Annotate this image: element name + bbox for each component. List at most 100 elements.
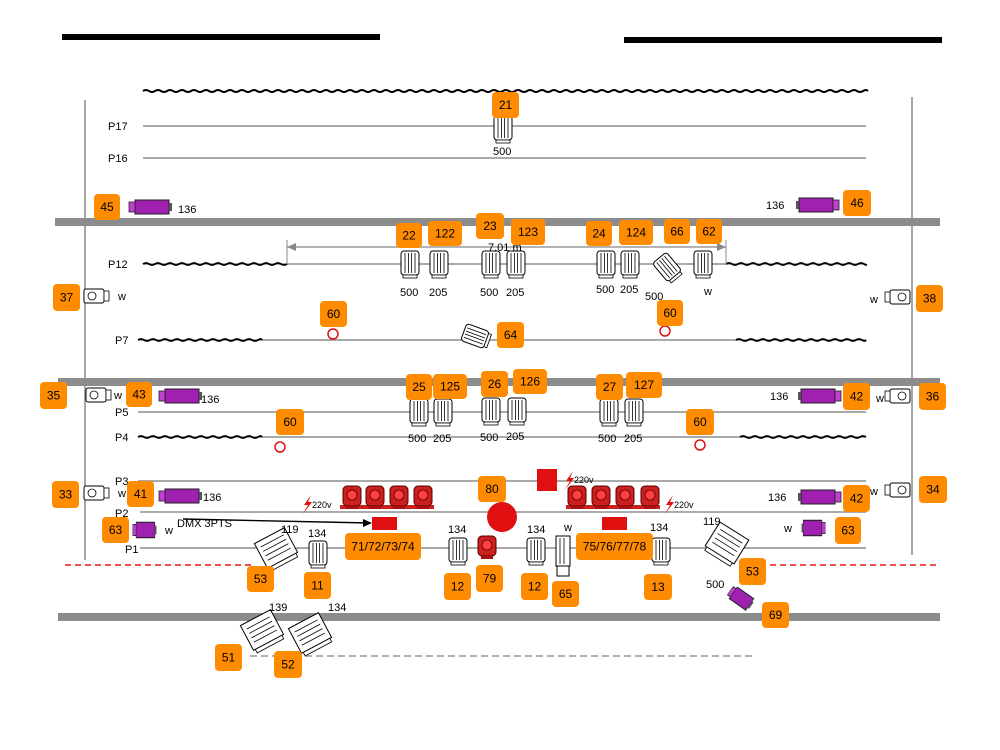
channel-badge-label: 45 <box>100 200 114 214</box>
channel-badge: 21 <box>492 92 519 118</box>
fresnel-icon <box>400 250 420 279</box>
side-wash-icon <box>83 288 110 304</box>
power-icon <box>303 495 312 514</box>
pipe-label-p17: P17 <box>108 121 128 133</box>
channel-badge: 51 <box>215 644 242 671</box>
channel-badge: 65 <box>552 581 579 607</box>
channel-badge: 127 <box>626 372 662 398</box>
channel-badge-label: 66 <box>670 225 684 239</box>
fresnel-icon <box>596 250 616 279</box>
gobo-icon <box>659 325 671 337</box>
channel-badge-label: 64 <box>504 328 518 342</box>
fixture-label: w <box>869 486 878 498</box>
channel-badge-label: 127 <box>634 378 654 392</box>
pipe-label-p12: P12 <box>108 259 128 271</box>
side-wash-icon <box>884 289 911 305</box>
channel-badge: 13 <box>644 574 672 600</box>
power-box-right <box>602 517 627 530</box>
channel-badge-label: 25 <box>412 380 426 394</box>
channel-badge-label: 38 <box>923 292 937 306</box>
channel-badge-label: 24 <box>592 227 606 241</box>
channel-badge-label: 43 <box>132 388 146 402</box>
par-bar-right <box>566 485 660 510</box>
channel-badge: 126 <box>513 369 547 394</box>
channel-badge: 27 <box>596 374 623 400</box>
channel-badge-label: 53 <box>746 565 760 579</box>
fresnel-icon <box>481 397 501 426</box>
channel-badge: 38 <box>916 285 943 312</box>
channel-badge-label: 51 <box>222 651 236 665</box>
channel-badge-label: 26 <box>488 377 502 391</box>
channel-badge-label: 124 <box>626 226 646 240</box>
fixture-label: 205 <box>506 287 524 299</box>
channel-badge: 63 <box>835 517 861 544</box>
curtain-p12-right <box>725 262 868 266</box>
channel-badge-label: 63 <box>841 524 855 538</box>
fixture-label: w <box>563 522 572 534</box>
fixture-label: 134 <box>650 522 668 534</box>
dmx-label: DMX 3PTS <box>177 518 232 530</box>
channel-badge: 80 <box>478 476 506 502</box>
channel-badge: 60 <box>276 409 304 435</box>
fixture-label: 205 <box>624 433 642 445</box>
channel-badge: 45 <box>94 194 120 220</box>
channel-badge-label: 80 <box>485 482 499 496</box>
channel-badge: 122 <box>428 221 462 246</box>
channel-badge: 22 <box>396 223 422 248</box>
channel-badge-label: 34 <box>926 483 940 497</box>
par-bar-left <box>340 485 434 510</box>
channel-badge-label: 21 <box>499 98 513 112</box>
fixture-label: 136 <box>770 391 788 403</box>
channel-badge: 34 <box>919 476 947 503</box>
fixture-label: w <box>117 488 126 500</box>
dimmer-box <box>537 469 557 491</box>
moving-head-icon <box>132 521 157 539</box>
side-wash-icon <box>884 482 911 498</box>
channel-badge: 42 <box>843 383 870 410</box>
channel-badge: 53 <box>739 558 766 585</box>
channel-badge-label: 12 <box>528 580 542 594</box>
fixture-label: 500 <box>480 432 498 444</box>
fixture-label: 500 <box>408 433 426 445</box>
channel-badge-label: 60 <box>327 307 341 321</box>
voltage-label: 220v <box>312 500 332 510</box>
channel-badge: 125 <box>433 374 467 399</box>
channel-badge-label: 62 <box>702 225 716 239</box>
channel-badge: 63 <box>102 517 129 543</box>
fixture-label: 136 <box>203 492 221 504</box>
channel-badge: 60 <box>657 300 683 326</box>
fixture-label: w <box>703 286 712 298</box>
fixture-label: 134 <box>448 524 466 536</box>
fixture-label: 134 <box>308 528 326 540</box>
curtain-p4-left <box>137 435 263 439</box>
pipe-label-p4: P4 <box>115 432 128 444</box>
channel-badge-label: 12 <box>451 580 465 594</box>
channel-badge: 53 <box>247 566 274 592</box>
title-bar-right <box>624 37 942 43</box>
fresnel-icon <box>506 250 526 279</box>
channel-badge-label: 22 <box>402 229 416 243</box>
fixture-label: 119 <box>703 516 721 528</box>
channel-badge-label: 125 <box>440 380 460 394</box>
fixture-label: w <box>875 393 884 405</box>
fresnel-icon <box>620 250 640 279</box>
fixture-label: w <box>117 291 126 303</box>
fresnel-icon <box>526 537 546 566</box>
channel-badge-label: 60 <box>663 306 677 320</box>
channel-badge-label: 46 <box>850 196 864 210</box>
fixture-label: w <box>113 390 122 402</box>
channel-badge-label: 53 <box>254 572 268 586</box>
fresnel-icon <box>651 251 685 285</box>
dmx-arrow <box>182 518 372 527</box>
channel-badge: 23 <box>476 213 504 239</box>
fixture-label: 500 <box>596 284 614 296</box>
channel-badge-label: 65 <box>559 587 573 601</box>
channel-badge: 24 <box>586 221 612 246</box>
fresnel-icon <box>308 540 328 569</box>
channel-badge: 52 <box>274 651 302 678</box>
title-bar-left <box>62 34 380 40</box>
fresnel-icon <box>429 250 449 279</box>
fixture-label: 500 <box>400 287 418 299</box>
